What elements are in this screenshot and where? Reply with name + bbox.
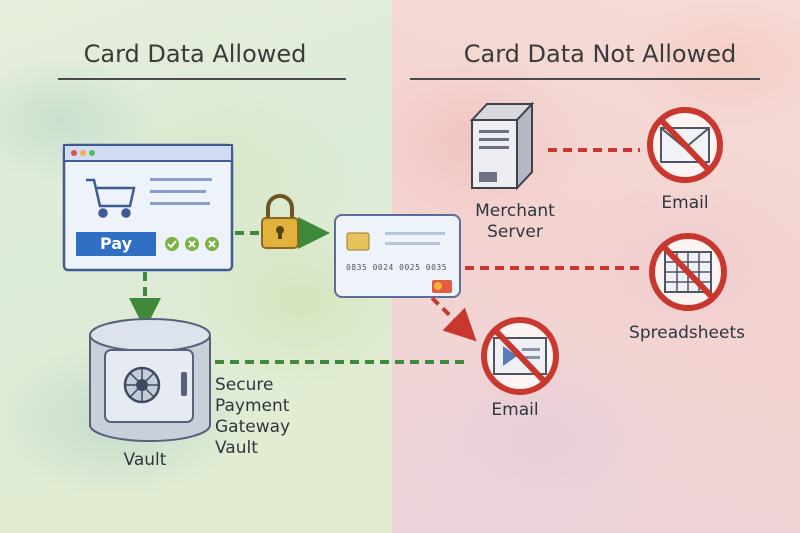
card-chip [346, 232, 370, 251]
card-number: 0835 0024 0025 0035 [346, 263, 448, 272]
vault-icon [89, 318, 211, 442]
email-label: Email [491, 400, 539, 420]
allowed-title-underline [58, 78, 346, 80]
card-line [385, 232, 445, 235]
pay-button[interactable]: Pay [99, 234, 133, 253]
lock-icon [261, 194, 299, 249]
not-allowed-zone-title: Card Data Not Allowed [463, 40, 737, 68]
text-line [150, 178, 212, 181]
pay-button-bg[interactable] [76, 232, 156, 256]
window-close-dot [71, 150, 77, 156]
text-line [150, 190, 206, 193]
spreadsheets-label: Spreadsheets [629, 323, 745, 343]
allowed-zone-title: Card Data Allowed [83, 40, 307, 68]
card-line [385, 242, 440, 245]
window-maximize-dot [89, 150, 95, 156]
secure-payment-gateway-label: Secure Payment Gateway Vault [215, 375, 291, 458]
credit-card [334, 214, 461, 298]
window-minimize-dot [80, 150, 86, 156]
email-label: Email [661, 193, 709, 213]
card-to-email-forbidden-arrow [430, 296, 477, 342]
checkout-browser-window [62, 143, 234, 272]
vault-label: Vault [123, 450, 167, 470]
cart-icon [86, 178, 136, 218]
server-icon [469, 101, 535, 191]
prohibited-spreadsheet-icon [649, 233, 727, 311]
text-line [150, 202, 210, 205]
not-allowed-title-underline [410, 78, 760, 80]
merchant-server-label: Merchant Server [475, 201, 555, 242]
prohibited-email-icon [647, 107, 723, 183]
cross-icon [205, 237, 219, 251]
check-icon [165, 237, 179, 251]
cross-icon [185, 237, 199, 251]
prohibited-email-icon [481, 317, 559, 395]
